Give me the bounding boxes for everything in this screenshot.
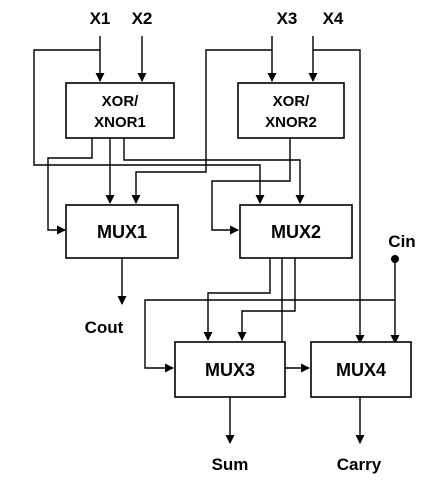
- mux3-label: MUX3: [205, 360, 255, 380]
- wire-x1-mux2: [33, 49, 265, 204]
- mux4-label: MUX4: [336, 360, 386, 380]
- wire-xor1-mux1-a: [47, 138, 93, 235]
- mux2-box: [239, 204, 353, 259]
- input-label-x3: X3: [277, 9, 298, 28]
- wire-mux2-mux3-a: [203, 258, 271, 341]
- input-label-x4: X4: [323, 9, 344, 28]
- xor2-label-line1: XOR/: [273, 93, 311, 110]
- xor1-label-line2: XNOR1: [94, 114, 146, 131]
- block-xor2: XOR/ XNOR2: [237, 82, 345, 139]
- block-xor1: XOR/ XNOR1: [65, 82, 175, 139]
- input-label-x1: X1: [90, 9, 111, 28]
- mux4-box: [310, 341, 412, 398]
- mux1-label: MUX1: [97, 222, 147, 242]
- mux3-box: [174, 341, 286, 398]
- mux2-label: MUX2: [271, 222, 321, 242]
- wire-x3-mux1: [131, 49, 272, 204]
- xor2-label-line2: XNOR2: [265, 114, 317, 131]
- output-label-sum: Sum: [212, 455, 249, 474]
- wire-x4-mux4: [313, 49, 365, 344]
- block-mux4: MUX4: [310, 341, 412, 398]
- input-label-cin: Cin: [388, 232, 415, 251]
- wires: [33, 36, 400, 444]
- wire-mux2-mux3-b: [237, 258, 296, 341]
- block-mux3: MUX3: [174, 341, 286, 398]
- xor1-box: [65, 82, 175, 139]
- wire-xor2-mux2: [211, 138, 291, 235]
- output-label-carry: Carry: [337, 455, 382, 474]
- wire-cin-mux3: [144, 299, 395, 373]
- cin-node-dot: [391, 255, 399, 263]
- block-mux2: MUX2: [239, 204, 353, 259]
- output-label-cout: Cout: [85, 318, 124, 337]
- block-mux1: MUX1: [65, 204, 179, 259]
- xor2-box: [237, 82, 345, 139]
- input-label-x2: X2: [132, 9, 153, 28]
- wire-xor1-mux2: [123, 138, 305, 204]
- xor1-label-line1: XOR/: [102, 93, 140, 110]
- mux1-box: [65, 204, 179, 259]
